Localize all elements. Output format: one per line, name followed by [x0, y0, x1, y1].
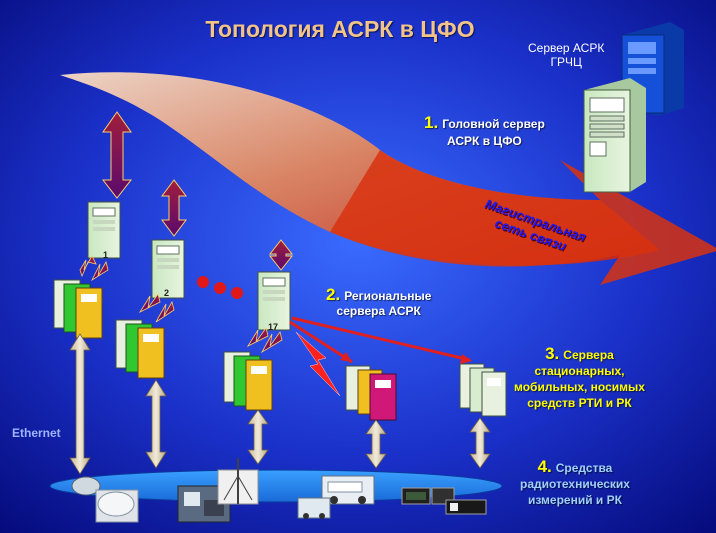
head-server-text-2: АСРК в ЦФО — [424, 133, 545, 150]
regional-servers-text-2: сервера АСРК — [326, 304, 431, 319]
station-cluster-17 — [224, 352, 272, 410]
station-servers-text-4: средств РТИ и РК — [514, 395, 645, 411]
head-server-text-1: Головной сервер — [442, 117, 545, 131]
station-servers-text-2: стационарных, — [514, 363, 645, 379]
station-servers-text-3: мобильных, носимых — [514, 379, 645, 395]
grcc-server-label-line2: ГРЧЦ — [528, 55, 604, 69]
regional-servers-label: 2. Региональные сервера АСРК — [326, 287, 431, 319]
measurement-means-number: 4. — [538, 457, 552, 476]
regional-servers-text-1: Региональные — [344, 289, 431, 303]
station-servers-label: 3. Сервера стационарных, мобильных, носим… — [514, 346, 645, 411]
grcc-server-label-line1: Сервер АСРК — [528, 41, 604, 55]
station-servers-number: 3. — [545, 344, 559, 363]
station-cluster-portable — [460, 364, 506, 416]
server-tag-2: 2 — [164, 288, 169, 298]
regional-servers-number: 2. — [326, 285, 340, 304]
ethernet-label: Ethernet — [12, 426, 61, 440]
measurement-means-label: 4. Средства радиотехнических измерений и … — [520, 459, 630, 508]
head-server-icon — [584, 78, 646, 192]
server-tag-1: 1 — [103, 250, 108, 260]
measurement-means-text-2: радиотехнических — [520, 476, 630, 492]
measurement-means-text-1: Средства — [556, 461, 613, 475]
measurement-means-text-3: измерений и РК — [520, 492, 630, 508]
head-server-label: 1. Головной сервер АСРК в ЦФО — [424, 114, 545, 150]
small-vehicle-icon — [298, 498, 330, 519]
grcc-server-label: Сервер АСРК ГРЧЦ — [528, 41, 604, 69]
head-server-number: 1. — [424, 113, 438, 132]
page-title: Топология АСРК в ЦФО — [0, 16, 680, 43]
server-tag-17: 17 — [268, 322, 278, 332]
station-servers-text-1: Сервера — [563, 348, 614, 362]
